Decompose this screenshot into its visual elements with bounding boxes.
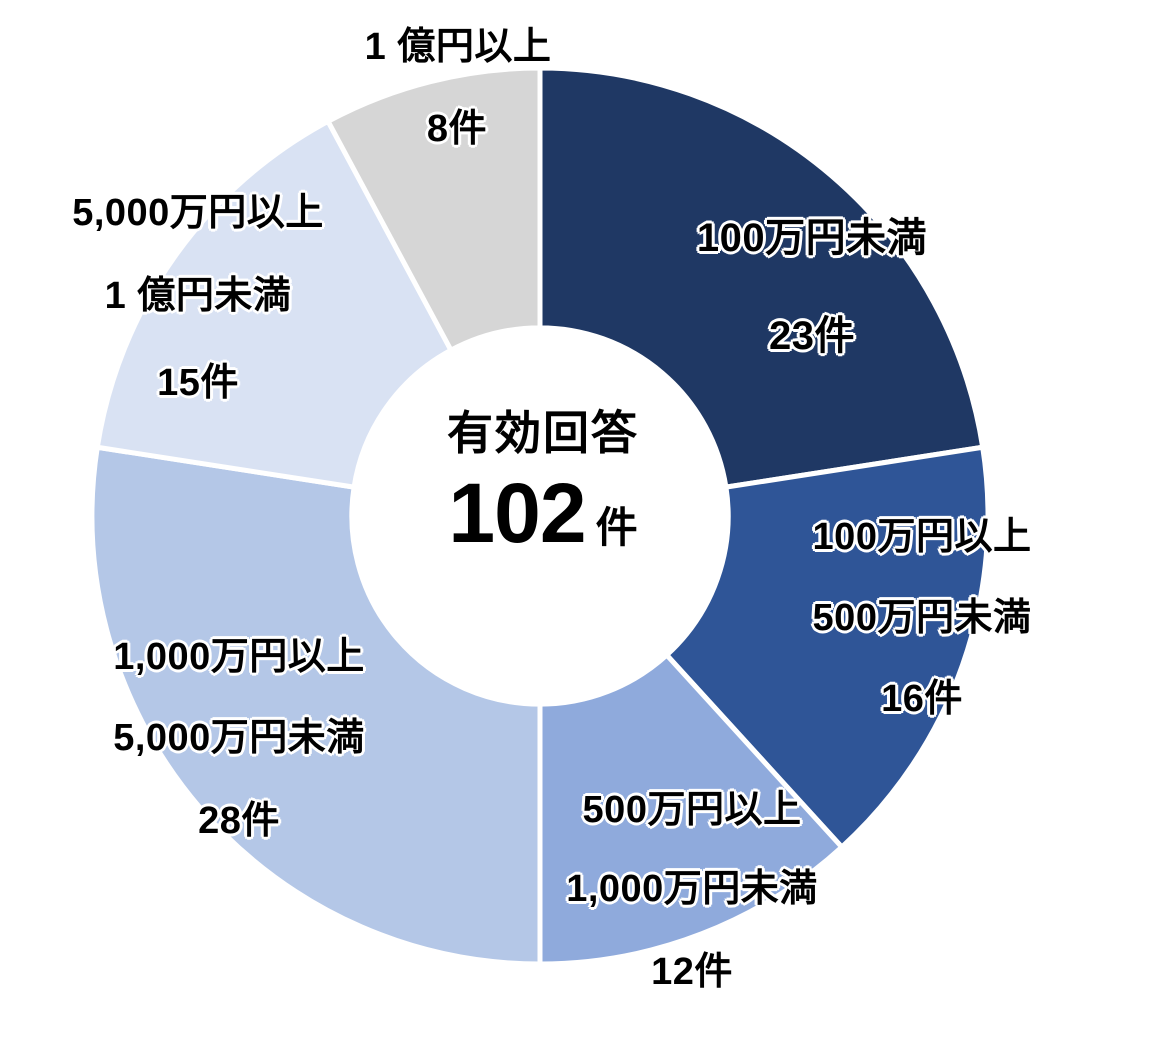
donut-slice — [89, 444, 543, 967]
donut-slice — [537, 65, 986, 490]
donut-slice — [94, 118, 454, 490]
donut-slice — [325, 65, 543, 353]
donut-slices — [89, 65, 991, 967]
donut-slice — [537, 652, 845, 967]
donut-slice — [664, 444, 991, 850]
